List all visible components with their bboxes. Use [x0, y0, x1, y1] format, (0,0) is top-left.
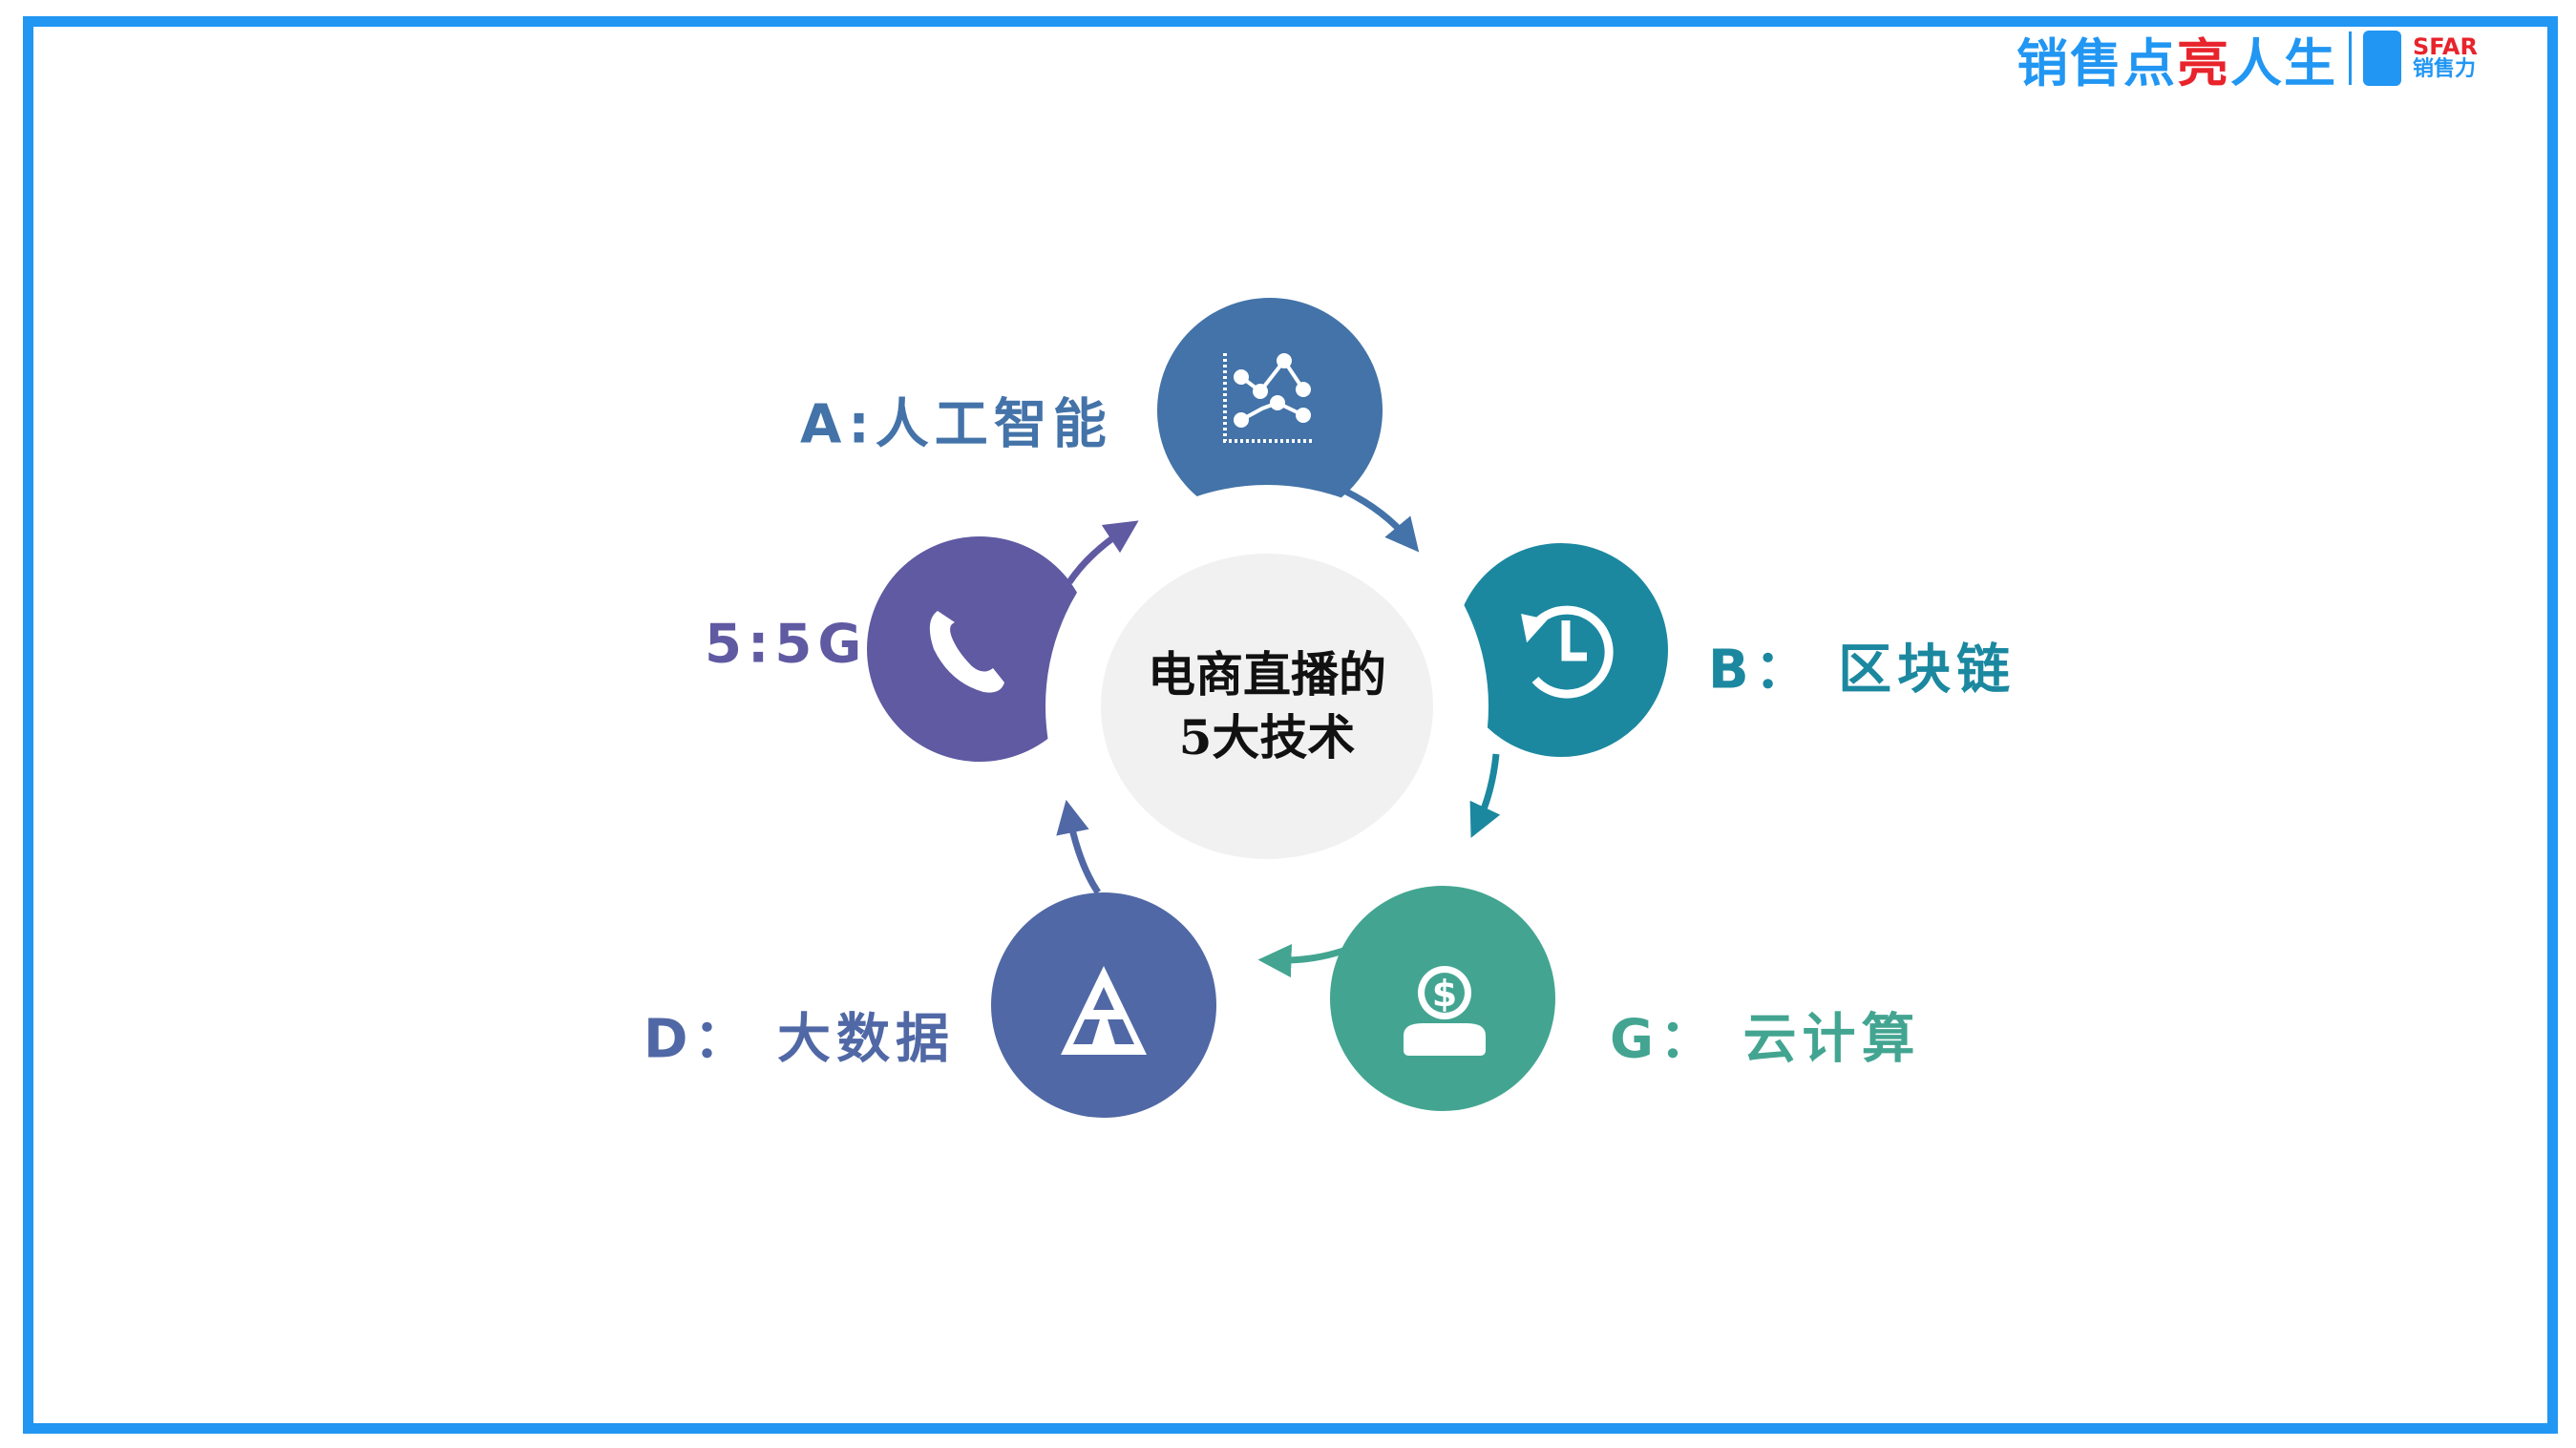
phone-icon [929, 611, 1004, 693]
logo-text: 销售点 [2016, 32, 2177, 94]
logo-divider [2349, 31, 2352, 85]
node-5g [867, 536, 1092, 762]
label-ai: A:人工智能 [800, 393, 1112, 456]
logo-brand-cn: 销售力 [2413, 57, 2477, 81]
slide-frame [23, 16, 2558, 1434]
center-title: 电商直播的 5大技术 [1148, 643, 1386, 769]
label-cloud: G： 云计算 [1610, 1008, 1921, 1071]
center-circle [1101, 554, 1433, 859]
center-title-line1: 电商直播的 [1148, 646, 1386, 703]
triangle-icon [1061, 966, 1147, 1055]
dollar-person-icon: $ [1404, 966, 1486, 1056]
line-chart-icon [1223, 353, 1313, 443]
node-ai [1157, 298, 1383, 523]
logo-text: 人生 [2230, 32, 2337, 94]
label-5g: 5:5G [705, 613, 868, 676]
arrow-ai-to-blockchain [1344, 488, 1420, 553]
arrow-bigdata-to-5g [1056, 799, 1101, 894]
svg-text:$: $ [1432, 973, 1457, 1015]
logo-brand: SFAR [2413, 33, 2478, 60]
arrow-blockchain-to-cloud [1469, 753, 1501, 838]
label-bigdata: D： 大数据 [644, 1008, 955, 1071]
arrow-5g-to-ai [1066, 520, 1139, 584]
logo-text-red: 亮 [2177, 32, 2230, 94]
history-clock-icon [1521, 605, 1614, 699]
label-blockchain: B： 区块链 [1708, 639, 2016, 702]
node-blockchain [1454, 543, 1668, 757]
sfar-badge-icon [2363, 31, 2401, 86]
arrow-cloud-to-bigdata [1257, 928, 1386, 978]
center-title-line2: 5大技术 [1178, 709, 1356, 766]
